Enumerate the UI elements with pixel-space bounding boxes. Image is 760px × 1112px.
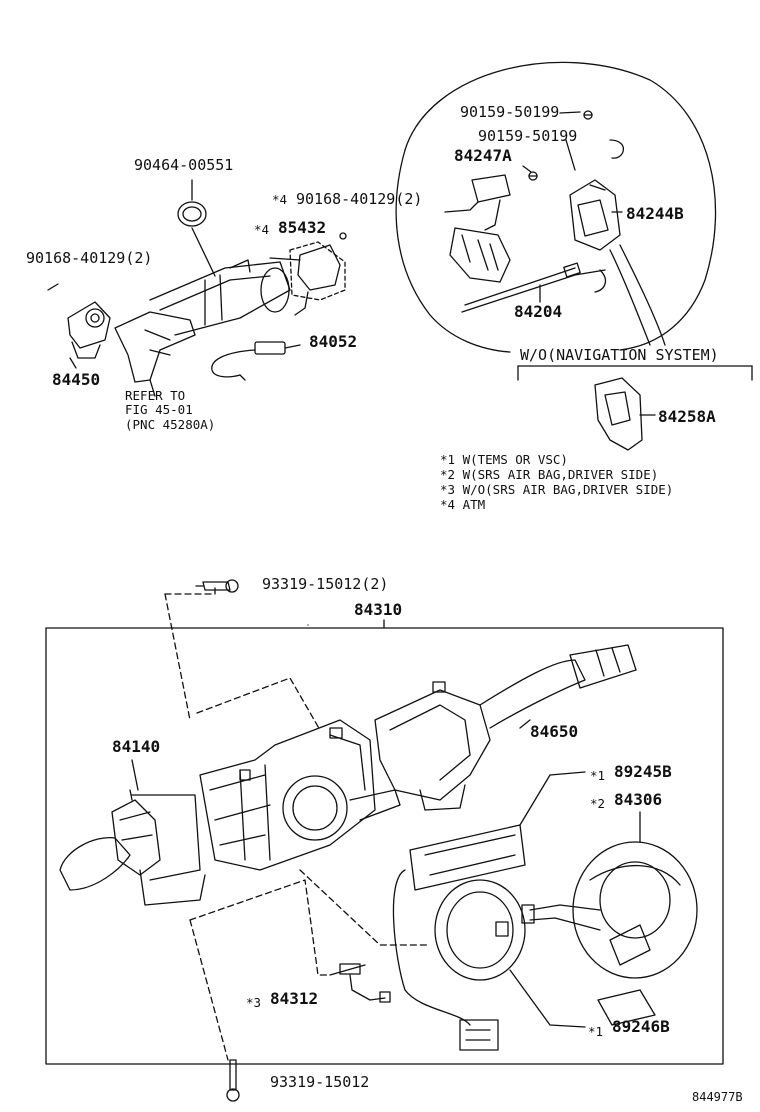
part-label-84312[interactable]: 84312 <box>270 989 319 1008</box>
refer-line-1: REFER TO <box>125 388 186 403</box>
column-lower-cover <box>114 311 196 383</box>
marker-label-1b: *1 <box>588 1024 604 1039</box>
note-3: *3 W/O(SRS AIR BAG,DRIVER SIDE) <box>440 482 674 497</box>
part-label-90159-50199-a[interactable]: 90159-50199 <box>460 103 560 121</box>
part-label-84306[interactable]: 84306 <box>614 790 663 809</box>
part-label-84204[interactable]: 84204 <box>514 302 563 321</box>
part-84312-sensor <box>329 963 391 1003</box>
marker-label-1a: *1 <box>590 768 606 783</box>
steering-wheel-outline <box>395 61 717 353</box>
figure-id: 844977B <box>692 1090 743 1104</box>
part-89245b-cable <box>392 771 586 1051</box>
marker-label-2: *2 <box>590 796 606 811</box>
wo-navigation-label: W/O(NAVIGATION SYSTEM) <box>520 346 719 364</box>
part-90464-clamp <box>177 179 207 227</box>
part-label-84258a[interactable]: 84258A <box>658 407 716 426</box>
marker-label-4b: *4 <box>254 222 270 237</box>
part-label-90464-00551[interactable]: 90464-00551 <box>134 156 234 174</box>
refer-line-3: (PNC 45280A) <box>125 417 216 432</box>
part-label-89246b[interactable]: 89246B <box>612 1017 670 1036</box>
part-84450-sensor <box>47 283 111 369</box>
part-84247a-switch <box>444 174 511 283</box>
combination-switch-body <box>199 719 401 871</box>
part-label-93319-15012-2[interactable]: 93319-15012(2) <box>262 575 389 593</box>
refer-line-2: FIG 45-01 <box>125 402 193 417</box>
marker-label-4a: *4 <box>272 192 288 207</box>
part-85432-bracket <box>269 232 347 316</box>
part-label-84244b[interactable]: 84244B <box>626 204 684 223</box>
marker-label-3: *3 <box>246 995 262 1010</box>
screw-90159-a <box>559 110 593 120</box>
part-label-90159-50199-b[interactable]: 90159-50199 <box>478 127 578 145</box>
part-label-84450[interactable]: 84450 <box>52 370 101 389</box>
part-label-90168-40129[interactable]: 90168-40129(2) <box>26 249 153 267</box>
steering-column-cover <box>149 227 291 336</box>
part-84204-wire <box>461 262 607 313</box>
part-89246b-ring <box>434 879 586 1028</box>
part-label-84140[interactable]: 84140 <box>112 737 161 756</box>
note-1: *1 W(TEMS OR VSC) <box>440 452 568 467</box>
part-label-84247a[interactable]: 84247A <box>454 146 512 165</box>
part-84650-stalk <box>374 644 637 811</box>
part-84052-cord <box>211 341 301 381</box>
part-label-84310[interactable]: 84310 <box>354 600 403 619</box>
part-84306-spiral-cable <box>495 811 698 1026</box>
part-label-84650[interactable]: 84650 <box>530 722 579 741</box>
bolt-93319-bottom <box>226 1059 240 1102</box>
part-label-84052[interactable]: 84052 <box>309 332 358 351</box>
note-2: *2 W(SRS AIR BAG,DRIVER SIDE) <box>440 467 659 482</box>
screw-84247a <box>528 171 538 181</box>
part-84244b-switch <box>569 179 666 346</box>
leader-90159-b <box>609 139 625 159</box>
part-label-85432[interactable]: 85432 <box>278 218 327 237</box>
bolt-93319-top <box>195 579 239 593</box>
part-84140-stalk <box>59 759 206 906</box>
part-label-93319-15012[interactable]: 93319-15012 <box>270 1073 370 1091</box>
part-label-90168-40129-atm[interactable]: 90168-40129(2) <box>296 190 423 208</box>
part-label-89245b[interactable]: 89245B <box>614 762 672 781</box>
note-4: *4 ATM <box>440 497 486 512</box>
part-84258a-switch <box>594 377 656 451</box>
